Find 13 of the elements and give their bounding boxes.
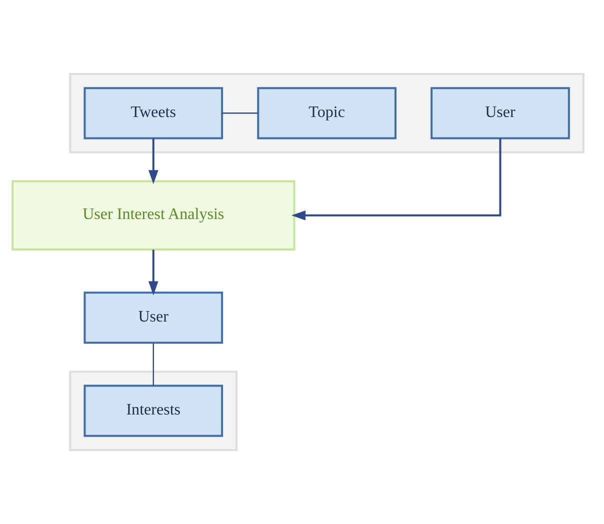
arrow [291, 138, 502, 220]
arrow [148, 250, 158, 296]
cluster [69, 73, 584, 154]
node-box: User [84, 292, 224, 344]
node-box: Tweets [84, 87, 224, 140]
node-box: Topic [257, 87, 396, 140]
node-box: User Interest Analysis [12, 180, 296, 250]
connector [152, 343, 154, 386]
arrow [148, 138, 158, 184]
cluster [69, 370, 238, 451]
node-box: Interests [84, 384, 224, 437]
node-box: User [430, 87, 570, 140]
connector [222, 112, 258, 114]
